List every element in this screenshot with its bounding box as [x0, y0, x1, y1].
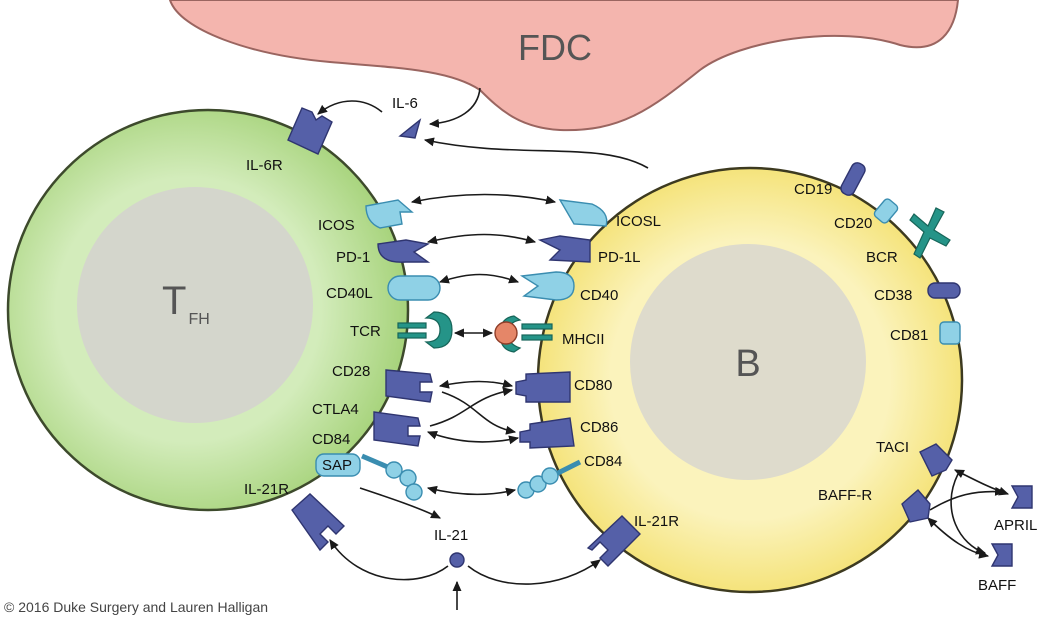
icos-receptor — [365, 199, 414, 229]
arrow-fdc-to-il6 — [428, 87, 481, 128]
cd86-receptor — [519, 417, 575, 449]
cd86-label: CD86 — [580, 419, 618, 436]
il6r-receptor — [287, 107, 333, 155]
tfh-nucleus — [77, 187, 313, 423]
tcr-receptor — [397, 311, 453, 349]
arrow-pd1-pd1l — [426, 233, 537, 245]
il21r-b-label: IL-21R — [634, 513, 679, 530]
il6r-label: IL-6R — [246, 157, 283, 174]
cd20-receptor — [873, 198, 899, 224]
baff-ligand — [990, 543, 1013, 567]
cd20-label: CD20 — [834, 215, 872, 232]
cd81-receptor — [939, 321, 961, 345]
arrow-il21-to-tfh — [329, 539, 449, 581]
il21r-b-receptor — [586, 515, 641, 567]
cd80-receptor — [515, 371, 571, 403]
arrow-taci-april — [953, 469, 1010, 496]
cd38-receptor — [927, 282, 961, 299]
arrow-b-to-il6 — [423, 137, 649, 169]
baffr-receptor — [901, 489, 931, 523]
arrow-il6-to-il6r — [317, 100, 383, 115]
cd84-tfh-receptor — [361, 453, 423, 501]
fdc-label: FDC — [518, 27, 592, 68]
ctla4-label: CTLA4 — [312, 401, 359, 418]
arrow-ctla4-cd86 — [426, 430, 520, 445]
baff-label: BAFF — [978, 577, 1016, 594]
arrow-cd28-cd80 — [438, 379, 514, 389]
arrow-baffr-april — [929, 486, 1006, 511]
il21-label: IL-21 — [434, 527, 468, 544]
cd19-receptor — [840, 162, 866, 196]
cd80-label: CD80 — [574, 377, 612, 394]
tcr-label: TCR — [350, 323, 381, 340]
icos-label: ICOS — [318, 217, 355, 234]
arrow-cd84-cd84 — [426, 485, 517, 497]
arrow-taci-baff — [950, 473, 987, 555]
april-label: APRIL — [994, 517, 1037, 534]
bcr-receptor — [909, 207, 951, 259]
cd40-receptor — [519, 271, 575, 301]
cd38-label: CD38 — [874, 287, 912, 304]
taci-label: TACI — [876, 439, 909, 456]
april-ligand — [1010, 485, 1033, 509]
il6-ligand — [398, 118, 422, 139]
sap-label: SAP — [322, 457, 352, 474]
arrow-baffr-baff — [927, 517, 990, 559]
taci-receptor — [919, 443, 953, 477]
arrow-ctla4-cd80 — [429, 387, 514, 427]
cd40l-receptor — [387, 275, 441, 301]
pd1-label: PD-1 — [336, 249, 370, 266]
cd84-b-receptor — [517, 459, 582, 499]
cd28-receptor — [385, 369, 433, 403]
cd19-label: CD19 — [794, 181, 832, 198]
cd81-label: CD81 — [890, 327, 928, 344]
pd1-receptor — [377, 239, 431, 263]
icosl-label: ICOSL — [616, 213, 661, 230]
ctla4-receptor — [373, 411, 421, 447]
b-cell-label: B — [735, 343, 760, 385]
bcr-label: BCR — [866, 249, 898, 266]
il21r-tfh-label: IL-21R — [244, 481, 289, 498]
interaction-arrows — [317, 87, 1010, 610]
baffr-label: BAFF-R — [818, 487, 872, 504]
arrow-tfh-to-il21 — [359, 487, 442, 519]
arrow-cd40l-cd40 — [438, 273, 520, 284]
icosl-receptor — [558, 199, 608, 227]
cd28-label: CD28 — [332, 363, 370, 380]
sap-protein — [315, 453, 361, 477]
fdc-cell — [168, 0, 960, 132]
mhcii-label: MHCII — [562, 331, 605, 348]
il21r-tfh-receptor — [291, 493, 346, 552]
cd84-tfh-label: CD84 — [312, 431, 350, 448]
cd40-label: CD40 — [580, 287, 618, 304]
il21-ligand — [449, 552, 465, 568]
pd1l-receptor — [537, 235, 591, 263]
pd1l-label: PD-1L — [598, 249, 641, 266]
arrow-cd28-cd86 — [441, 391, 517, 435]
b-nucleus — [630, 244, 866, 480]
cd84-b-label: CD84 — [584, 453, 622, 470]
cd40l-label: CD40L — [326, 285, 373, 302]
arrow-icos-icosl — [410, 193, 557, 205]
antigen-peptide — [494, 321, 518, 345]
mhcii-receptor — [494, 315, 553, 353]
il6-label: IL-6 — [392, 95, 418, 112]
arrow-il21-to-b — [467, 559, 601, 585]
credit-text: © 2016 Duke Surgery and Lauren Halligan — [4, 599, 268, 615]
